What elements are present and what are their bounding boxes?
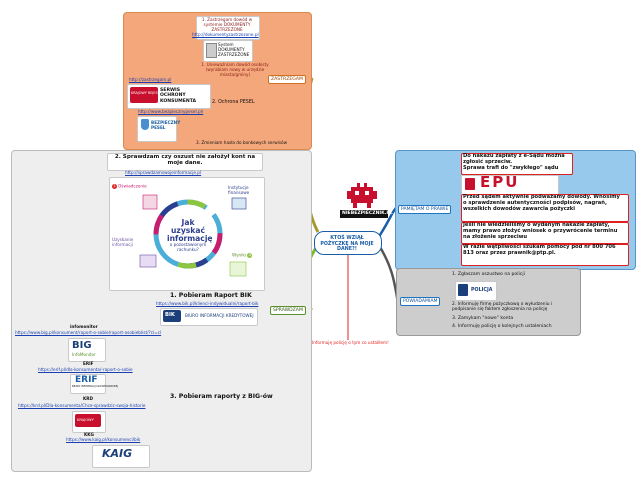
dz-item-box[interactable] xyxy=(196,16,260,40)
erif-logo-box xyxy=(70,374,106,394)
erif-logo-sub: BIURO INFORMACJI GOSPODARCZEJ xyxy=(72,385,118,388)
kaig-link[interactable]: https://www.kaig.pl/konsumenci/bik xyxy=(66,437,141,442)
bik-logo-text: BIK xyxy=(165,312,175,318)
big-logo-sub: InfoMonitor xyxy=(72,352,96,357)
infomonitor-label: infomonitor xyxy=(70,324,98,329)
sprawdzam-title: 2. Sprawdzam czy oszust nie założył kont… xyxy=(114,154,256,167)
bik-logo-box xyxy=(160,308,258,326)
infographic-label-c: Uzyskanie informacji xyxy=(112,237,134,247)
kaig-logo-text: KAIG xyxy=(102,447,133,460)
zmieniam-hasla: 3. Zmieniam hasła do bankowych serwisów xyxy=(196,140,287,145)
prawo-p3-box xyxy=(461,222,629,244)
bik-name: BIURO INFORMACJI KREDYTOWEJ xyxy=(185,313,254,318)
prawo-p3: Jeśli nie wiedzieliśmy o wydanym nakazie… xyxy=(463,222,618,240)
prawo-p1-box xyxy=(461,153,573,175)
krd-logo-text: KRAJOWY xyxy=(77,418,94,422)
bezpieczny-pesel-text: BEZPIECZNY PESEL xyxy=(151,120,181,130)
raport-bik-link[interactable]: https://www.bik.pl/klienci-indywidualni/… xyxy=(156,301,259,306)
prawo-p1b: Sprawa trafi do "zwykłego" sądu xyxy=(463,165,559,171)
policja-star-icon xyxy=(458,284,468,296)
infographic-label-d: Wyniki 4 xyxy=(232,252,253,258)
prawo-p4: W razie wątpliwości szukam pomocy pod nr… xyxy=(463,244,616,256)
krajowy-rejestr-logo xyxy=(130,87,158,103)
bik-logo xyxy=(163,310,181,322)
powiadamiam-item4: 4. Informuję policję o kolejnych ustalen… xyxy=(452,324,552,329)
pesel-link[interactable]: http://www.bezpiecznypesel.pl/ xyxy=(138,109,204,114)
prawo-p2-box xyxy=(461,194,629,222)
prawo-p2: Przed sądem aktywnie podważamy dowody. W… xyxy=(463,194,620,212)
sprawdzam-link[interactable]: http://sprawdzamswojeinformacje.pl xyxy=(125,170,202,175)
niebezpiecznik-logo-icon xyxy=(345,183,379,210)
prawo-p1: Do nakazu zapłaty z e-Sądu można zgłosić… xyxy=(463,153,565,165)
krd-logo xyxy=(75,414,101,427)
sprawdzam-title-box xyxy=(107,153,263,171)
krd-link[interactable]: https://krd.pl/Dla-konsumenta/Chce-spraw… xyxy=(18,403,146,408)
powiadamiam-item3: 3. Zamykam "nowe" konta xyxy=(452,316,514,321)
step-4-badge: 4 xyxy=(247,253,253,258)
powiadamiam-badge[interactable]: POWIADAMIAM xyxy=(400,297,441,306)
zastrzegam-link[interactable]: http://zastrzegam.pl xyxy=(129,77,172,82)
erif-logo-text: ERIF xyxy=(75,375,98,385)
dz-logo-icon xyxy=(206,43,217,58)
central-node[interactable] xyxy=(314,231,382,255)
powiadamiam-item1: 1. Zgłaszam oszustwo na policji xyxy=(452,272,525,277)
infomonitor-link[interactable]: https://www.big.pl/konsument/raport-o-so… xyxy=(15,330,162,335)
kaig-label: KKG xyxy=(84,432,94,437)
dowod-item: 1. Unieważniam dowód osobisty (wyrabiam … xyxy=(201,62,269,77)
epu-logo-text: EPU xyxy=(480,173,520,191)
big-logo-text: BIG xyxy=(72,340,92,351)
shield-icon xyxy=(141,119,149,130)
infographic-label-b: Instytucje finansowe xyxy=(228,185,250,195)
dz-item-text: 1. Zastrzegam dowód w systemie DOKUMENTY… xyxy=(201,17,253,32)
erif-label: ERIF xyxy=(83,361,94,366)
prawo-badge[interactable]: PAMIĘTAM O PRAWIE xyxy=(398,205,452,214)
infographic-sub: o pozostawionym rachunku? xyxy=(169,242,207,252)
epu-emblem-icon xyxy=(465,178,475,190)
step-1-badge: 1 xyxy=(112,184,117,189)
kaig-logo-box xyxy=(92,445,150,468)
dz-link[interactable]: http://dokumentyzastrzezone.pl xyxy=(192,32,259,37)
zastrzegam-badge[interactable]: ZASTRZEGAM xyxy=(268,75,306,84)
niebezpiecznik-logo-text: NIEBEZPIECZNIK.PL xyxy=(342,211,393,216)
ochrona-pesel: 2. Ochrona PESEL xyxy=(212,100,255,105)
serwis-text: SERWIS OCHRONY KONSUMENTA xyxy=(160,88,197,104)
bottom-note: Informuję policję o tym co ustaliłem! xyxy=(312,340,389,345)
sprawdzam-badge[interactable]: SPRAWDZAM xyxy=(270,306,306,315)
dz-logo-text: System DOKUMENTY ZASTRZEŻONE xyxy=(218,42,250,57)
prawo-p4-box xyxy=(461,244,629,266)
powiadamiam-item2: 2. Informuję firmę pożyczkową o wyłudzen… xyxy=(452,302,553,313)
central-title: KTOŚ WZIĄŁ POŻYCZKĘ NA MOJE DANE?! xyxy=(320,236,374,253)
erif-link[interactable]: https://erif.pl/dla-konsumenta/-raport-o… xyxy=(38,367,133,372)
big-logo-box xyxy=(68,338,106,362)
krajowy-rejestr-text: KRAJOWY REJESTR xyxy=(131,91,163,95)
krd-label: KRD xyxy=(83,396,93,401)
policja-logo-text: POLICJA xyxy=(471,288,493,293)
raport-bik-title: 1. Pobieram Raport BIK xyxy=(170,292,252,299)
raporty-big-title: 3. Pobieram raporty z BIG-ów xyxy=(170,393,273,400)
infographic-title: Jak uzyskać informację xyxy=(167,218,213,243)
niebezpiecznik-logo-bar xyxy=(340,210,388,218)
